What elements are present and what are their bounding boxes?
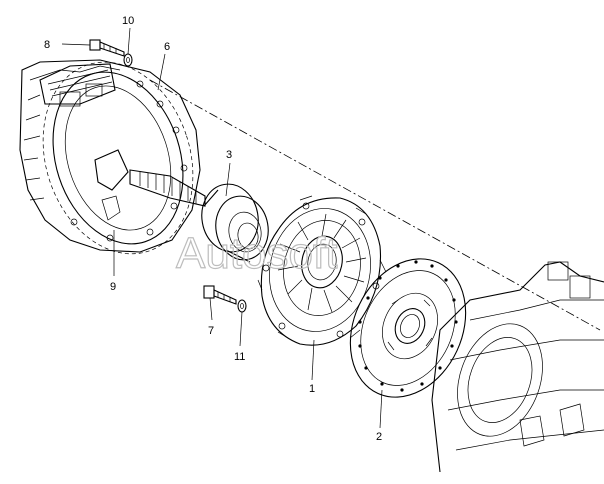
center-axis-line [149, 79, 601, 331]
callout-2: 2 [376, 431, 382, 443]
bolt-8 [89, 39, 125, 57]
washer-10 [123, 53, 133, 67]
callout-9: 9 [110, 281, 116, 293]
callout-3: 3 [226, 149, 232, 161]
pressure-plate [257, 195, 387, 346]
washer-11 [237, 299, 247, 313]
clutch-housing [19, 59, 201, 255]
release-bearing [201, 183, 269, 263]
clutch-disc [349, 258, 467, 398]
callout-1: 1 [309, 383, 315, 395]
callout-7: 7 [208, 325, 214, 337]
callout-6: 6 [164, 41, 170, 53]
callout-8: 8 [44, 39, 50, 51]
input-shaft [129, 169, 206, 207]
callout-10: 10 [122, 15, 134, 27]
callout-11: 11 [234, 351, 245, 363]
leader-lines [61, 27, 383, 429]
engine-block [431, 261, 604, 473]
bolt-7 [203, 285, 237, 305]
watermark: Autosoft [176, 229, 337, 278]
